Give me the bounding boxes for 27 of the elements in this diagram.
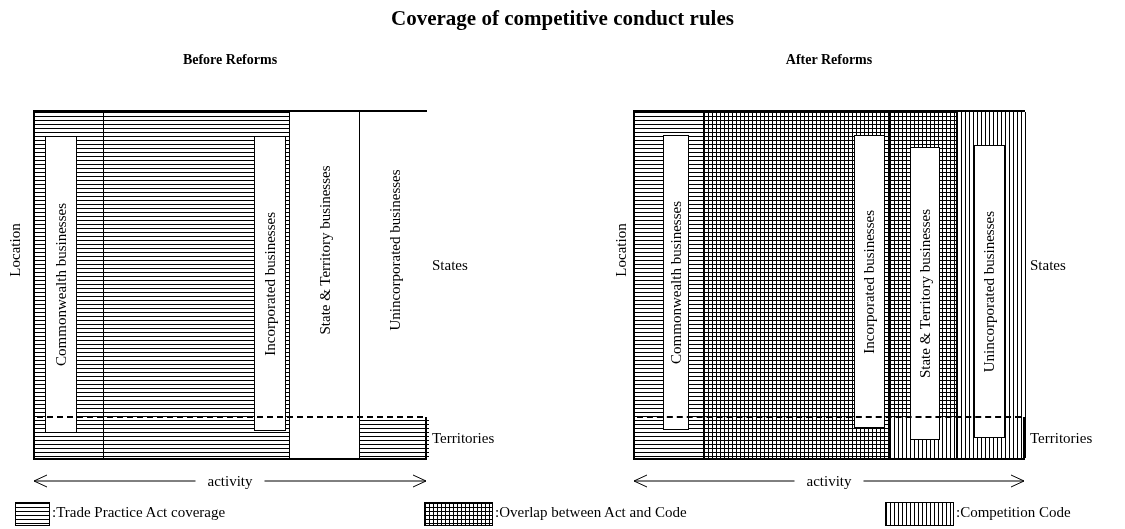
column-label: Commonwealth businesses	[52, 203, 70, 366]
coverage-column	[635, 112, 704, 458]
column-label: Unincorporated businesses	[981, 210, 998, 373]
row-label: Territories	[432, 429, 495, 447]
column-label: Commonwealth businesses	[667, 201, 685, 364]
axis-label: Location	[6, 223, 24, 277]
coverage-column	[704, 112, 890, 458]
legend-label: :Overlap between Act and Code	[495, 504, 687, 521]
column-label: State & Territory businesses	[916, 208, 934, 379]
coverage-column	[104, 112, 290, 458]
row-label: States	[432, 256, 468, 274]
column-label: Incorporated businesses	[261, 211, 279, 356]
panel-heading: Before Reforms	[181, 52, 279, 68]
legend-label: :Trade Practice Act coverage	[52, 504, 226, 521]
column-label: Incorporated businesses	[861, 209, 878, 354]
column-label: State & Territory businesses	[316, 165, 333, 335]
axis-label: Location	[612, 223, 630, 277]
legend-label: :Competition Code	[956, 504, 1071, 521]
coverage-column	[360, 112, 429, 458]
row-label: States	[1030, 256, 1066, 274]
coverage-column	[890, 112, 957, 458]
coverage-column	[957, 112, 1027, 458]
row-label: Territories	[1030, 429, 1093, 447]
column-label: Unincorporated businesses	[386, 169, 403, 331]
diagram-title: Coverage of competitive conduct rules	[390, 6, 735, 31]
coverage-column	[35, 112, 104, 458]
panel-heading: After Reforms	[784, 52, 874, 68]
